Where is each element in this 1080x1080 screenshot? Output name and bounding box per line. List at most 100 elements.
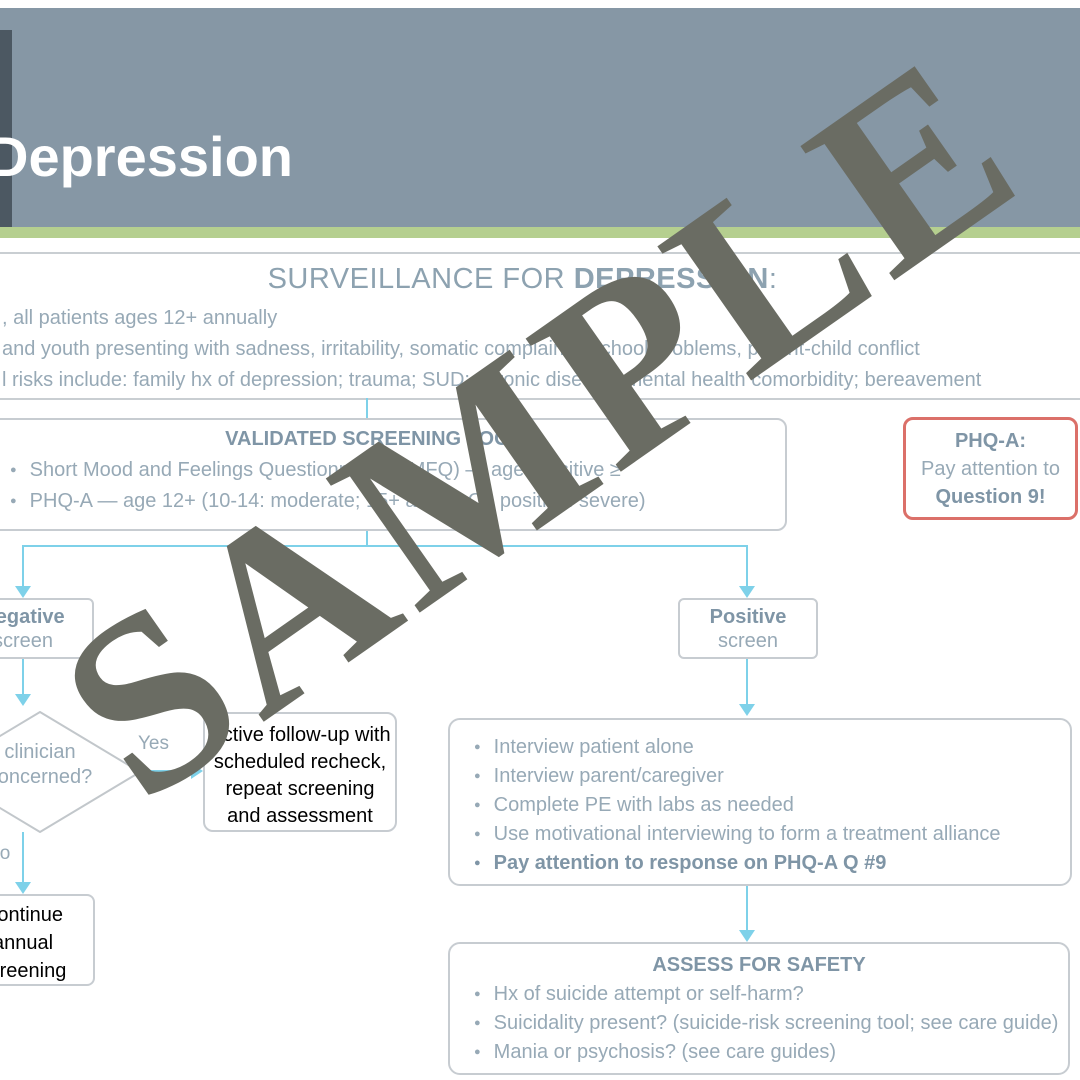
connector-no (22, 832, 24, 884)
arrowhead-negative (15, 586, 31, 598)
bullet-icon: ● (474, 1017, 481, 1029)
connector-surveillance-to-tools (366, 398, 368, 418)
list-item: annual (0, 929, 93, 957)
arrowhead-decision (15, 694, 31, 706)
connector-branch-horizontal (22, 545, 748, 547)
list-item: Continue (0, 901, 93, 929)
connector-to-positive (746, 545, 748, 587)
list-item-text: and youth presenting with sadness, irrit… (2, 338, 920, 360)
list-item: repeat screening (205, 776, 395, 803)
connector-yes (137, 770, 193, 772)
list-item: ● Short Mood and Feelings Questionnaire (… (10, 455, 785, 486)
list-item-text: Interview patient alone (493, 736, 694, 758)
screening-tools-box: VALIDATED SCREENING TOOLS: ● Short Mood a… (0, 418, 787, 531)
list-item: Active follow-up with (205, 722, 395, 749)
arrowhead-positive (739, 586, 755, 598)
bullet-icon: ● (474, 1046, 481, 1058)
no-label: No (0, 843, 11, 864)
list-item: ● Use motivational interviewing to form a… (474, 820, 1070, 849)
negative-screen-label: screen (0, 630, 54, 652)
phq-alert-line1: PHQ-A: (954, 430, 1027, 452)
arrowhead-followup (191, 763, 203, 779)
list-item: screening (0, 957, 93, 985)
interview-list: ● Interview patient alone ● Interview paren… (474, 733, 1070, 878)
header-accent-bar (0, 227, 1080, 238)
screening-tools-list: ● Short Mood and Feelings Questionnaire (… (0, 455, 785, 517)
list-item: l risks include: family hx of depression… (2, 365, 981, 396)
list-item-text: PHQ-A — age 12+ (10-14: moderate; 15+ an… (29, 490, 646, 512)
phq-alert-line2: Pay attention to (921, 458, 1060, 480)
list-item-text: Complete PE with labs as needed (493, 794, 794, 816)
decision-text: clinician concerned? (0, 740, 142, 790)
decision-line1: clinician (4, 741, 76, 763)
list-item-text: annual (0, 932, 54, 954)
section-rule-top (0, 252, 1080, 254)
list-item: ● PHQ-A — age 12+ (10-14: moderate; 15+ a… (10, 486, 785, 517)
phq-alert-box: PHQ-A: Pay attention to Question 9! (903, 417, 1078, 520)
list-item-text: scheduled recheck, (213, 751, 387, 773)
bullet-icon: ● (474, 828, 481, 840)
list-item: and assessment (205, 803, 395, 830)
list-item-text: l risks include: family hx of depression… (2, 369, 982, 391)
decision-line2: concerned? (0, 766, 93, 788)
list-item: ● Suicidality present? (suicide-risk scre… (474, 1009, 1068, 1038)
safety-title: ASSESS FOR SAFETY (652, 954, 866, 976)
connector-negative-to-decision (22, 659, 24, 695)
list-item: ● Mania or psychosis? (see care guides) (474, 1038, 1068, 1067)
section-rule-bottom (0, 398, 1080, 400)
surveillance-title-colon: : (768, 263, 778, 295)
list-item-text: Pay attention to response on PHQ-A Q #9 (493, 852, 887, 874)
list-item: scheduled recheck, (205, 749, 395, 776)
list-item-text: screening (0, 960, 67, 982)
arrowhead-continue (15, 882, 31, 894)
list-item-text: Short Mood and Feelings Questionnaire (S… (29, 459, 621, 481)
surveillance-title-bold: DEPRESSION (573, 263, 769, 295)
bullet-icon: ● (474, 799, 481, 811)
page-title: Depression (0, 125, 293, 188)
page-header: Depression (0, 8, 1080, 227)
positive-screen-label: screen (717, 630, 779, 652)
list-item-text: Continue (0, 904, 64, 926)
list-item-text: , all patients ages 12+ annually (2, 307, 278, 329)
positive-screen-box: Positive screen (678, 598, 818, 659)
safety-box: ASSESS FOR SAFETY ● Hx of suicide attempt… (448, 942, 1070, 1075)
screening-tools-title: VALIDATED SCREENING TOOLS: (225, 428, 542, 450)
safety-list: ● Hx of suicide attempt or self-harm? ● Sui… (474, 980, 1068, 1067)
decision-diamond (0, 711, 142, 833)
list-item: and youth presenting with sadness, irrit… (2, 334, 981, 365)
list-item-text: Mania or psychosis? (see care guides) (493, 1041, 837, 1063)
list-item: ● Interview patient alone (474, 733, 1070, 762)
list-item-text: Suicidality present? (suicide-risk scree… (493, 1012, 1059, 1034)
positive-screen-label-bold: Positive (709, 606, 787, 628)
list-item-text: Use motivational interviewing to form a … (493, 823, 1001, 845)
bullet-icon: ● (474, 770, 481, 782)
phq-alert-line3: Question 9! (935, 486, 1046, 508)
list-item: ● Interview parent/caregiver (474, 762, 1070, 791)
followup-box: Active follow-up with scheduled recheck, r… (203, 712, 397, 832)
yes-label: Yes (138, 733, 169, 754)
connector-positive-to-interview (746, 659, 748, 705)
list-item-text: Active follow-up with (209, 724, 391, 746)
connector-to-negative (22, 545, 24, 587)
continue-screening-box: Continue annual screening (0, 894, 95, 986)
bullet-icon: ● (474, 857, 481, 869)
interview-box: ● Interview patient alone ● Interview paren… (448, 718, 1072, 886)
bullet-icon: ● (10, 464, 17, 476)
surveillance-title: SURVEILLANCE FOR DEPRESSION: (0, 263, 1045, 296)
list-item: , all patients ages 12+ annually (2, 303, 981, 334)
surveillance-title-prefix: SURVEILLANCE FOR (267, 263, 574, 295)
bullet-icon: ● (474, 741, 481, 753)
list-item-text: and assessment (227, 805, 373, 827)
arrowhead-safety (739, 930, 755, 942)
bullet-icon: ● (10, 495, 17, 507)
connector-interview-to-safety (746, 886, 748, 932)
decision-diamond-shape (0, 711, 142, 833)
list-item-text: Interview parent/caregiver (493, 765, 724, 787)
surveillance-notes: , all patients ages 12+ annually and yout… (2, 303, 981, 396)
negative-screen-label-bold: Negative (0, 606, 65, 628)
list-item: ● Pay attention to response on PHQ-A Q #9 (474, 849, 1070, 878)
list-item-text: Hx of suicide attempt or self-harm? (493, 983, 804, 1005)
list-item-text: repeat screening (225, 778, 375, 800)
bullet-icon: ● (474, 988, 481, 1000)
